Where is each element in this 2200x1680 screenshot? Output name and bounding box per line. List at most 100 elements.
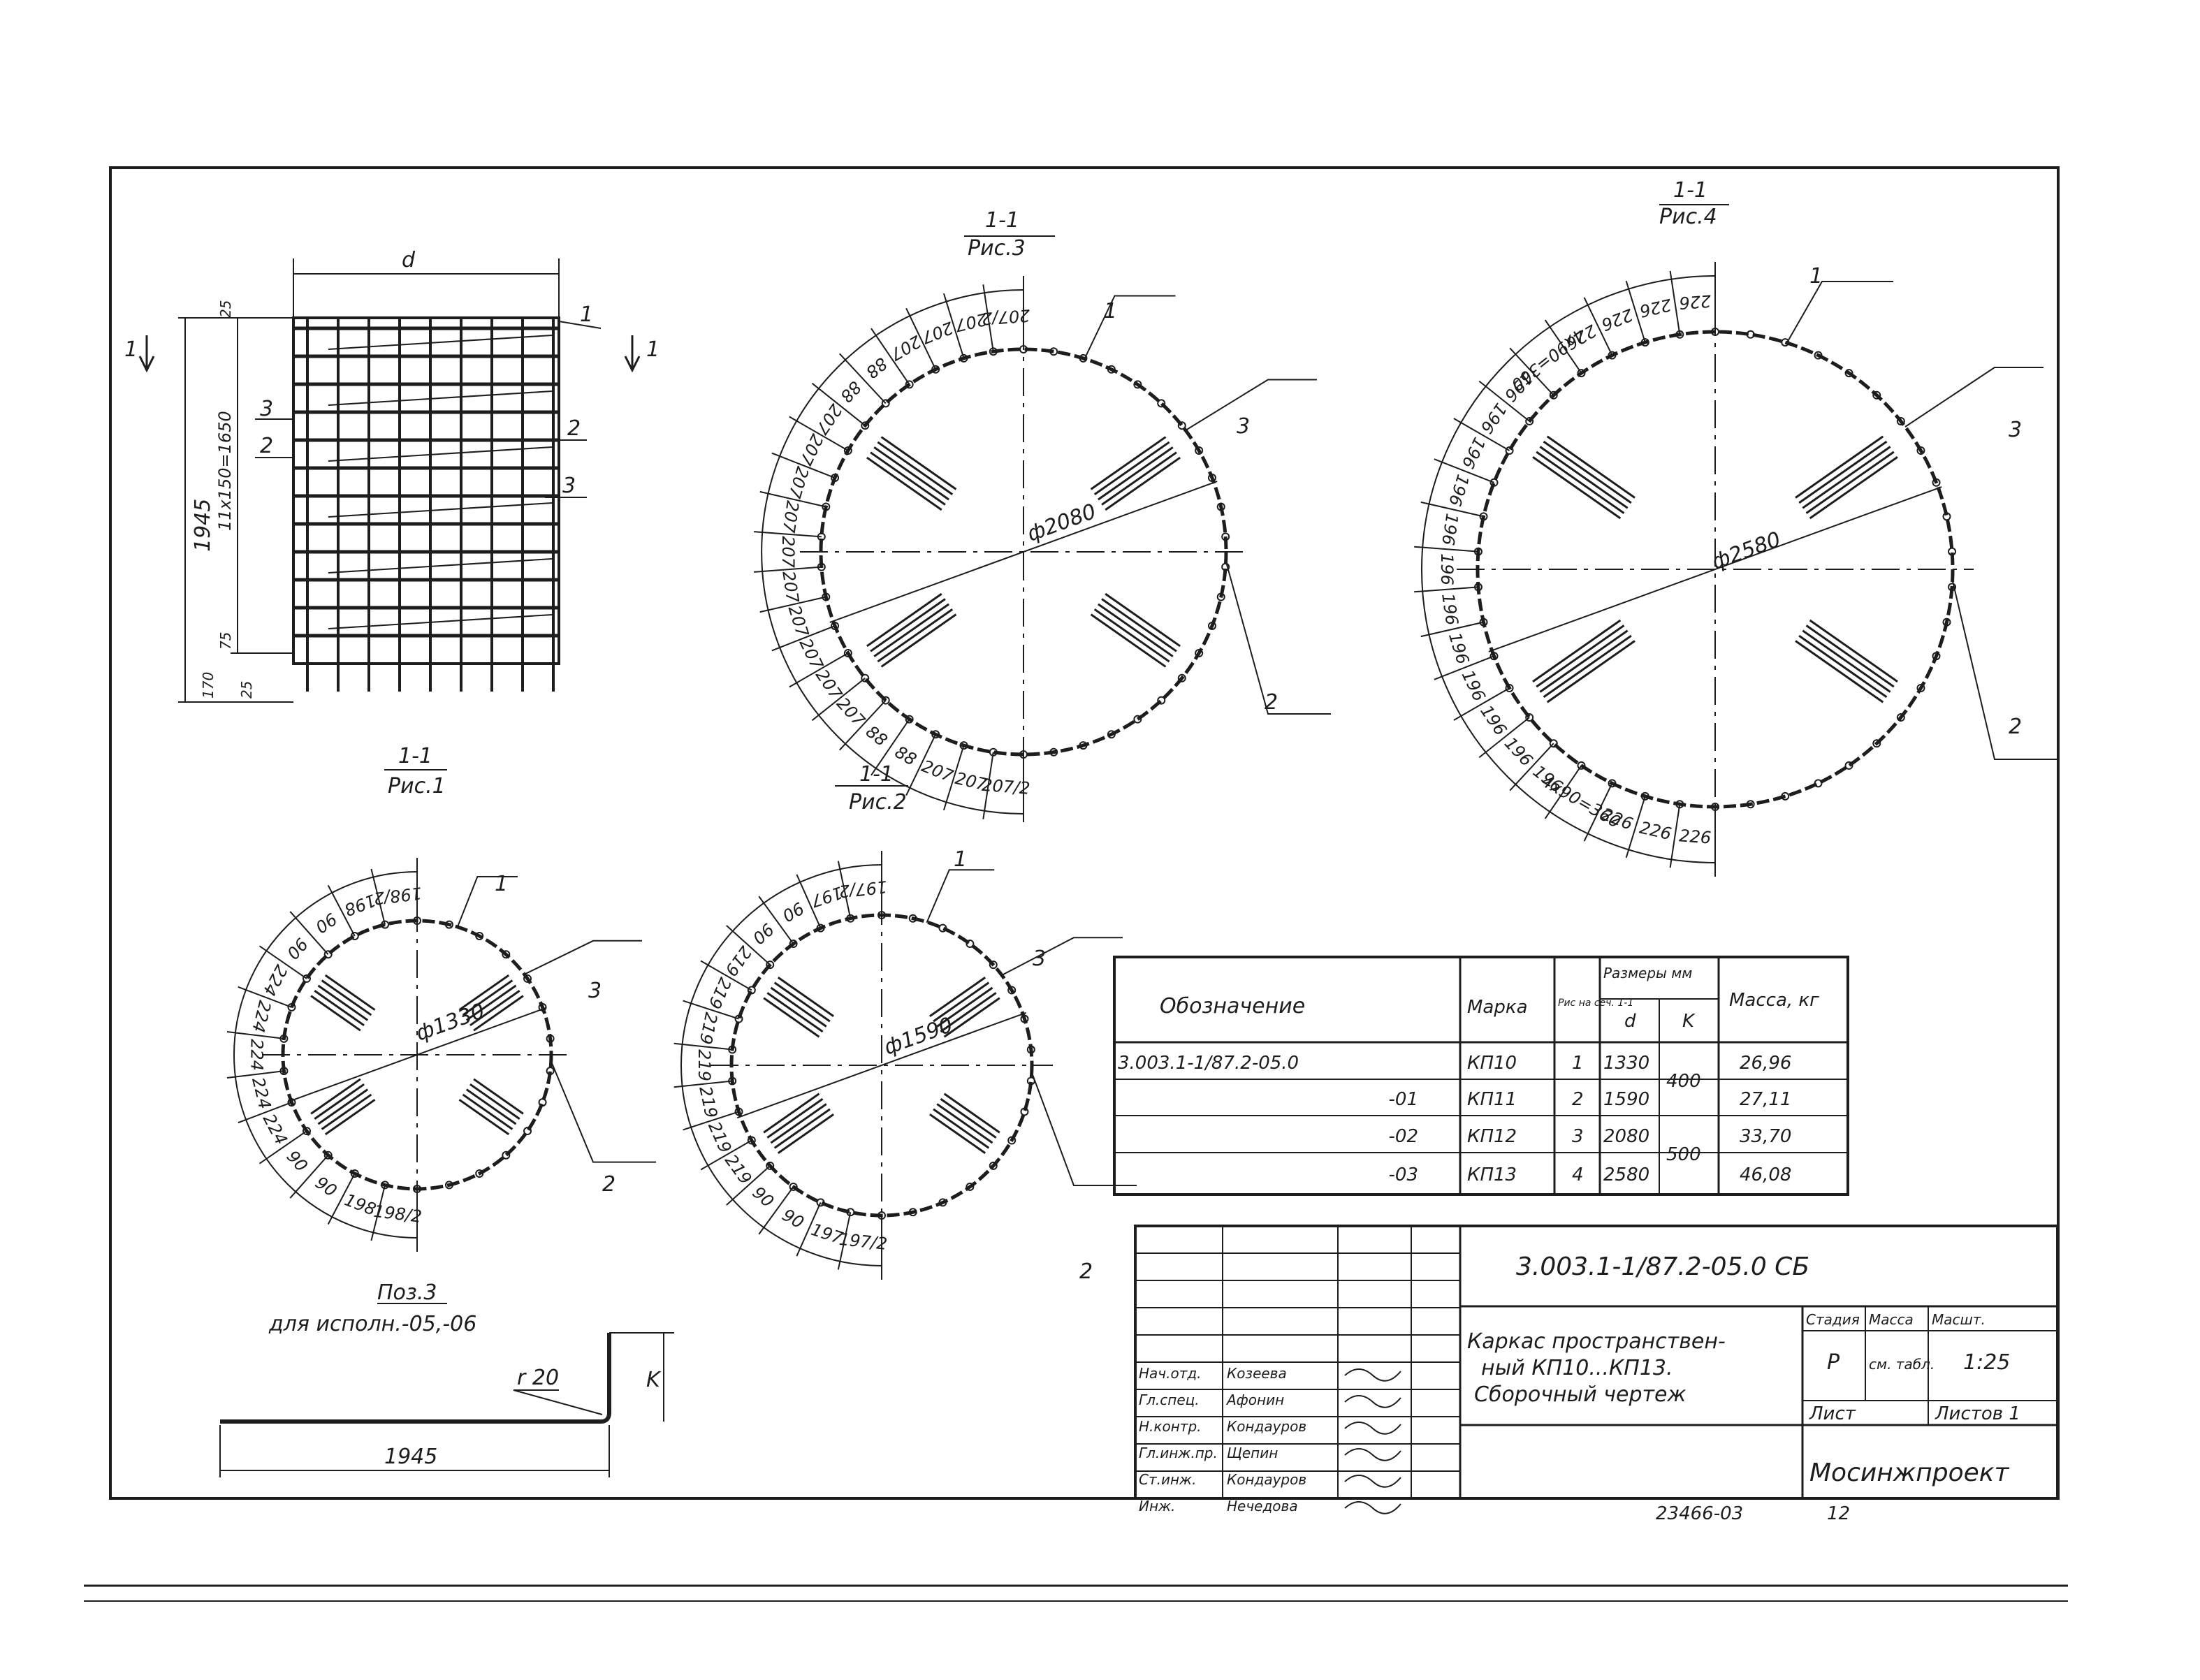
bar-extension <box>905 733 937 796</box>
bar-section <box>1195 649 1204 657</box>
leader-1 <box>456 876 518 928</box>
bar-section <box>1675 330 1684 339</box>
pitch-label: 198/2 <box>372 883 423 908</box>
sheet-frame <box>109 166 2060 1500</box>
bar-section <box>475 931 484 940</box>
spacer-bar <box>773 1108 831 1149</box>
bar-section <box>877 911 886 919</box>
spacer-bar <box>1536 624 1625 688</box>
pos3-height: K <box>646 1368 662 1392</box>
spacer-bar <box>1795 435 1884 499</box>
bar-section <box>766 1161 775 1170</box>
pitch-label: 226 <box>1678 826 1712 847</box>
pitch-label: 197 <box>808 882 845 911</box>
spacer-bar <box>933 1108 990 1149</box>
spacer-bar <box>1795 640 1884 703</box>
spacer-bar <box>866 592 942 648</box>
pitch-label: 197/2 <box>838 1229 889 1254</box>
bar-section <box>1916 446 1925 455</box>
bar-section <box>734 1107 743 1116</box>
signature <box>1344 1368 1401 1382</box>
bar-section <box>302 1127 311 1136</box>
bar-extension <box>1583 297 1613 356</box>
signature <box>1344 1422 1401 1435</box>
bar-section <box>966 940 975 949</box>
bar-extension <box>238 1102 292 1124</box>
spec-mark: КП10 <box>1467 1053 1517 1074</box>
spacer-bar <box>873 603 949 657</box>
dimension-arc <box>233 871 418 1239</box>
bar-section <box>1711 328 1719 336</box>
leader-3 <box>1904 367 2044 428</box>
bar-section <box>1872 739 1881 748</box>
bar-extension <box>870 719 910 776</box>
ris4-caption: Рис.4 <box>1659 205 1717 229</box>
hdr-d: d <box>1624 1011 1636 1032</box>
ris4-pos-3: 3 <box>2009 418 2022 442</box>
bar-section <box>1019 750 1028 759</box>
bar-section <box>1489 478 1499 487</box>
bar-extension <box>1669 270 1681 335</box>
bar-section <box>861 421 870 430</box>
pitch-label: 226 <box>1598 305 1636 335</box>
mass-label: Масса <box>1869 1311 1914 1328</box>
spacer-bar <box>310 995 361 1032</box>
pitch-label: 90 <box>283 1146 312 1175</box>
pitch-label: 196 <box>1501 733 1537 770</box>
pitch-label: 219 <box>694 1049 714 1081</box>
spec-fig: 2 <box>1572 1089 1584 1110</box>
pitch-label: 88 <box>891 742 919 770</box>
bar-extension <box>759 596 826 613</box>
spacer-bar <box>1539 629 1629 693</box>
bar-extension <box>789 652 849 688</box>
bar-extension <box>839 699 887 751</box>
spacer-bar <box>1798 440 1888 504</box>
spec-mark: КП12 <box>1467 1126 1517 1147</box>
pos-label-3b: 3 <box>562 474 576 498</box>
spec-designation: -03 <box>1389 1164 1418 1185</box>
spacer-bar <box>763 1093 820 1134</box>
ring-d1590: 197/219790902192192192192192192199090197… <box>673 851 1137 1280</box>
pitch-label: 196 <box>1457 667 1489 704</box>
spacer-bar <box>321 979 372 1016</box>
pos3-length: 1945 <box>384 1445 437 1469</box>
bar-extension <box>370 868 386 925</box>
bar-extension <box>700 960 752 991</box>
bar-section <box>1948 547 1957 556</box>
spacer-bar <box>1101 451 1177 506</box>
bar-extension <box>1414 546 1479 553</box>
signature <box>1344 1395 1401 1408</box>
ris3-pos-1: 1 <box>1104 299 1117 323</box>
bar-section <box>822 592 831 601</box>
bar-section <box>1948 583 1957 592</box>
pitch-label: 226 <box>1598 804 1636 834</box>
spacer-bar <box>770 1103 827 1144</box>
s1-pos-1: 1 <box>495 872 508 896</box>
ris4-pos-1: 1 <box>1809 264 1823 288</box>
bar-extension <box>1478 717 1530 759</box>
bar-extension <box>758 896 794 944</box>
bar-extension <box>1420 621 1484 638</box>
pitch-label: 226 <box>1678 291 1712 312</box>
spec-mass: 33,70 <box>1740 1126 1791 1147</box>
bar-section <box>817 562 826 571</box>
bar-extension <box>789 416 849 451</box>
bar-section <box>1177 673 1186 682</box>
pitch-label: 219 <box>695 1084 721 1120</box>
bar-section <box>1640 338 1649 347</box>
spec-k: 400 <box>1666 1071 1701 1092</box>
bar-section <box>1479 618 1488 627</box>
bar-section <box>413 916 421 925</box>
spacer-bar <box>870 598 946 652</box>
bar-section <box>1216 502 1225 511</box>
spacer-bar <box>1105 592 1181 648</box>
diameter-line <box>736 1011 1027 1119</box>
spacer-bar <box>1098 446 1174 501</box>
bar-section <box>1675 800 1684 809</box>
bar-extension <box>673 1080 733 1088</box>
pitch-label: 219 <box>704 1119 735 1156</box>
spacer-bar <box>1105 456 1181 511</box>
bar-section <box>989 747 998 757</box>
pos-label-2b: 2 <box>260 434 273 458</box>
bar-extension <box>754 531 822 538</box>
